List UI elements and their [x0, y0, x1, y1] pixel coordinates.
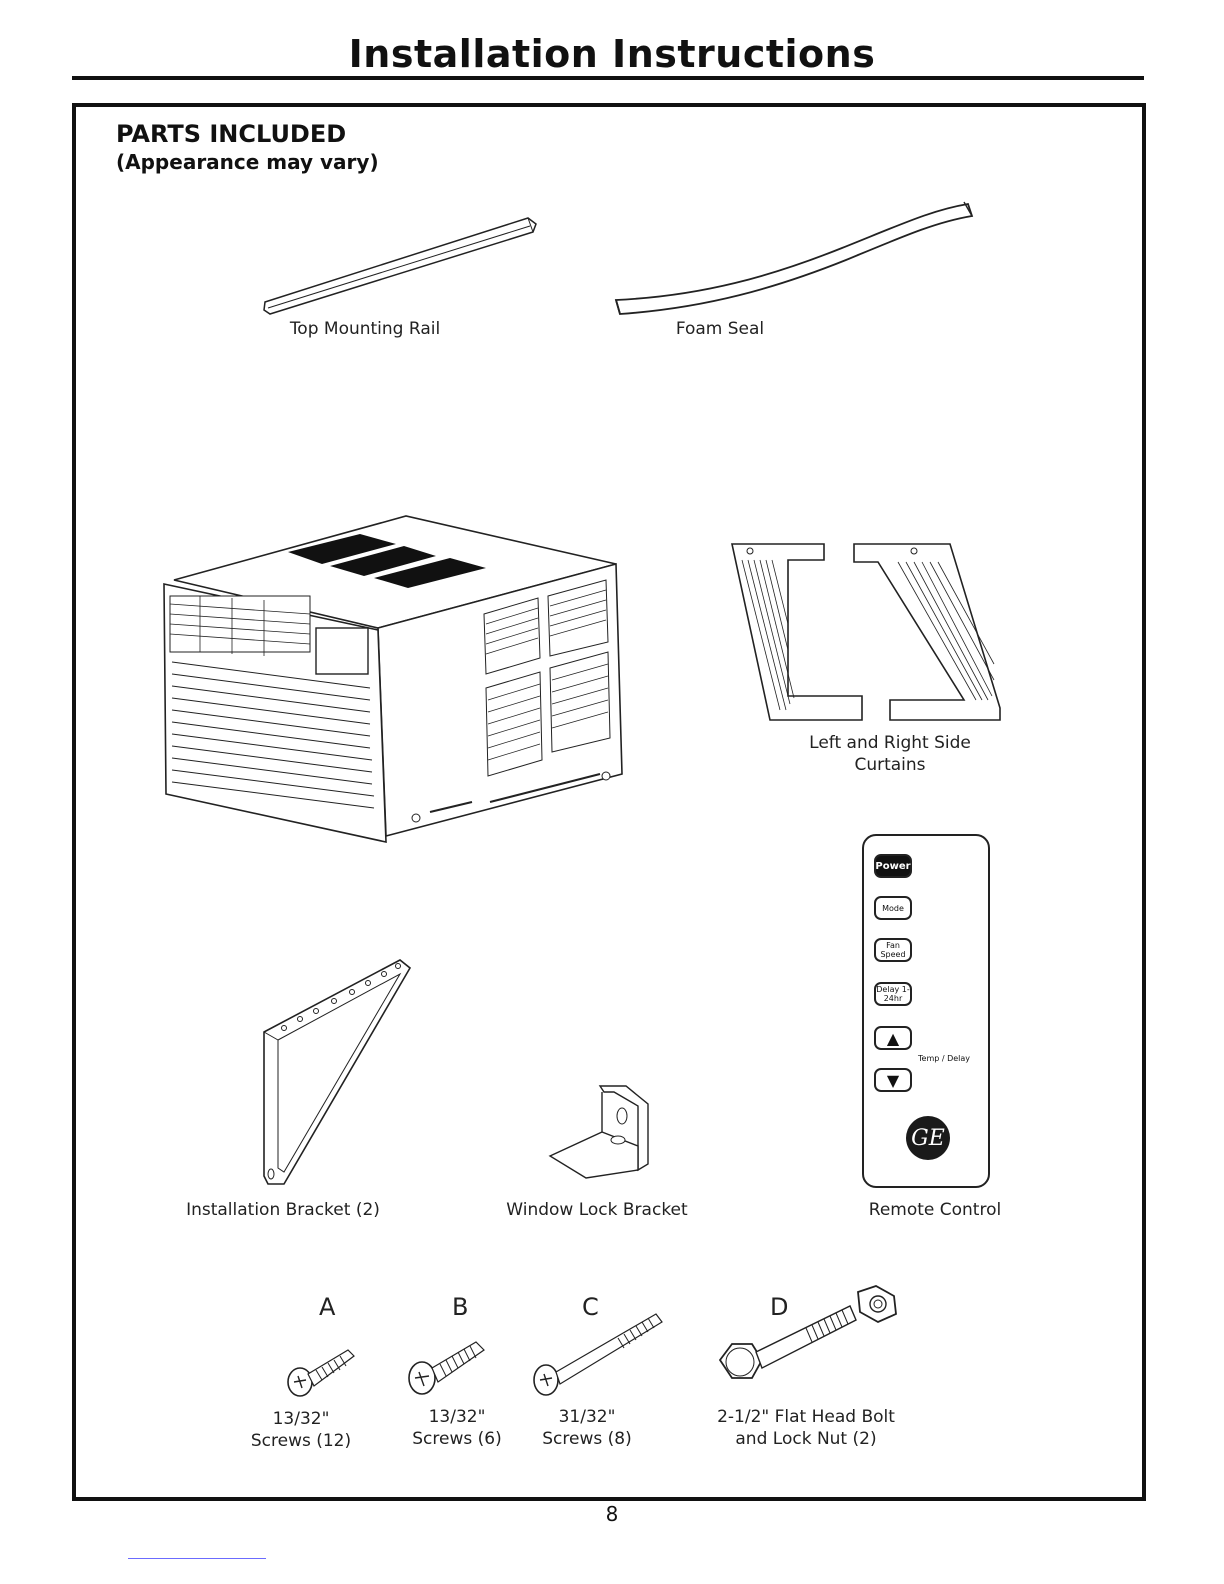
hardware-letter-d: D — [770, 1293, 789, 1321]
bolt-d-qty: and Lock Nut (2) — [735, 1429, 877, 1449]
remote-up-arrow-icon: ▲ — [874, 1026, 912, 1050]
screw-b-caption: 13/32" Screws (6) — [382, 1406, 532, 1450]
screw-b-qty: Screws (6) — [412, 1429, 502, 1449]
section-title: PARTS INCLUDED — [116, 120, 347, 148]
ge-logo-icon: GE — [906, 1116, 950, 1160]
installation-bracket-caption: Installation Bracket (2) — [186, 1200, 380, 1220]
screw-c-caption: 31/32" Screws (8) — [512, 1406, 662, 1450]
top-mounting-rail-caption: Top Mounting Rail — [289, 319, 441, 339]
link-underline — [128, 1558, 266, 1559]
bolt-d-caption: 2-1/2" Flat Head Bolt and Lock Nut (2) — [696, 1406, 916, 1450]
side-curtains-illustration — [731, 543, 1001, 721]
page-number: 8 — [605, 1502, 619, 1526]
parts-frame — [72, 103, 1146, 1501]
screw-a-qty: Screws (12) — [250, 1431, 352, 1451]
side-curtains-caption-line1: Left and Right Side — [809, 733, 971, 753]
side-curtains-caption-line2: Curtains — [854, 755, 926, 775]
remote-mode-button: Mode — [874, 896, 912, 920]
screw-c-size: 31/32" — [558, 1407, 616, 1427]
top-mounting-rail-illustration — [263, 217, 537, 315]
hardware-letter-a: A — [319, 1293, 336, 1321]
title-rule — [72, 76, 1144, 80]
screw-c-illustration — [533, 1313, 663, 1396]
remote-control-caption: Remote Control — [868, 1200, 1002, 1220]
remote-power-button: Power — [874, 854, 912, 878]
window-lock-bracket-illustration — [548, 1085, 649, 1179]
foam-seal-illustration — [614, 201, 974, 315]
remote-control-illustration: Power Mode Fan Speed Delay 1-24hr ▲ Temp… — [862, 834, 990, 1188]
bolt-d-size: 2-1/2" Flat Head Bolt — [717, 1407, 895, 1427]
air-conditioner-illustration — [163, 515, 623, 844]
screw-a-size: 13/32" — [272, 1409, 330, 1429]
page-title: Installation Instructions — [348, 32, 876, 76]
hardware-letter-c: C — [582, 1293, 599, 1321]
remote-temp-delay-label: Temp / Delay — [918, 1054, 971, 1063]
foam-seal-caption: Foam Seal — [675, 319, 765, 339]
side-curtains-caption: Left and Right Side Curtains — [790, 732, 990, 776]
screw-b-illustration — [408, 1341, 485, 1395]
remote-down-arrow-icon: ▼ — [874, 1068, 912, 1092]
screw-a-caption: 13/32" Screws (12) — [226, 1408, 376, 1452]
bolt-d-illustration — [718, 1285, 897, 1379]
section-subtitle: (Appearance may vary) — [116, 150, 379, 174]
installation-bracket-illustration — [263, 959, 412, 1185]
screw-a-illustration — [287, 1349, 355, 1397]
window-lock-bracket-caption: Window Lock Bracket — [506, 1200, 688, 1220]
remote-fan-speed-button: Fan Speed — [874, 938, 912, 962]
hardware-letter-b: B — [452, 1293, 469, 1321]
screw-b-size: 13/32" — [428, 1407, 486, 1427]
remote-delay-button: Delay 1-24hr — [874, 982, 912, 1006]
screw-c-qty: Screws (8) — [542, 1429, 632, 1449]
